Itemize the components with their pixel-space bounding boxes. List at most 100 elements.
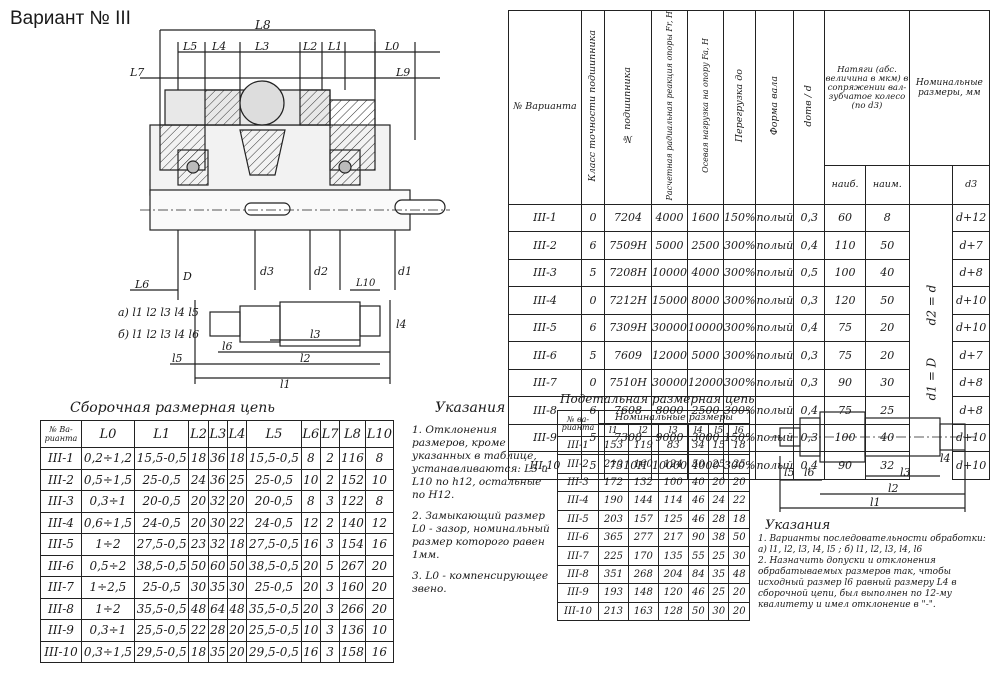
table-cell: III-8	[557, 564, 599, 585]
shaft-variant-b: б) l1 l2 l3 l4 l6	[118, 328, 200, 341]
table-cell: 5	[581, 341, 605, 370]
shaft-dim-l1: l1	[280, 378, 291, 391]
note-right-2: 2. Назначить допуски и отклонения обраба…	[758, 556, 957, 610]
det-header-cell: l4	[687, 423, 710, 437]
table-cell: 10000	[687, 313, 724, 343]
table-cell: полый	[755, 313, 795, 343]
table-cell: 300%	[722, 313, 757, 343]
table-cell: 170	[627, 546, 659, 566]
shaft-dim-l4: l4	[396, 318, 407, 331]
table-cell: 30	[226, 576, 248, 599]
table-cell: 32	[207, 533, 228, 556]
det-header-cell: l3	[657, 423, 689, 437]
col-d3: d3	[952, 165, 990, 205]
table-cell: III-7	[557, 546, 599, 566]
dim-label-L6: L6	[135, 278, 150, 291]
table-cell: d+8	[952, 368, 990, 398]
table-cell: 18	[188, 447, 209, 470]
table-cell: 30	[188, 576, 209, 599]
table-cell: 20	[728, 601, 750, 621]
col-nominal: Номинальные размеры, мм	[908, 9, 991, 167]
table-cell: III-1	[557, 435, 599, 456]
table-cell: 28	[207, 619, 228, 642]
asm-header-cell: L6	[300, 420, 321, 448]
table-cell: 24	[188, 468, 209, 491]
table-cell: 75	[824, 396, 866, 425]
table-cell: III-4	[40, 511, 82, 534]
table-cell: 20	[226, 619, 248, 642]
table-cell: 163	[627, 601, 659, 621]
table-cell: 150%	[722, 203, 757, 233]
asm-header-cell: L2	[188, 420, 209, 448]
table-cell: 84	[687, 564, 710, 585]
table-cell: 0,4	[793, 396, 826, 425]
table-cell: 24	[708, 491, 730, 511]
table-cell: 0,3÷1	[81, 490, 135, 513]
table-cell: полый	[755, 396, 795, 425]
table-cell: 15	[708, 435, 730, 456]
table-cell: 64	[207, 597, 228, 620]
table-cell: 48	[226, 597, 248, 620]
table-cell: 351	[598, 564, 629, 585]
asm-header-cell: № Ва-рианта	[40, 420, 82, 448]
det-dim-l5: l5	[784, 466, 795, 479]
table-cell: 32	[864, 451, 910, 480]
table-cell: 18	[728, 509, 750, 529]
det-header-cell: l6	[728, 423, 750, 437]
table-cell: 154	[339, 533, 366, 556]
table-cell: 46	[687, 583, 710, 603]
asm-header-cell: L0	[81, 420, 135, 448]
table-cell: 27,5-0,5	[246, 533, 302, 556]
table-cell: 20-0,5	[133, 490, 190, 513]
table-cell: 38,5-0,5	[246, 554, 302, 577]
table-cell: III-2	[557, 454, 599, 474]
table-cell: 3	[319, 640, 341, 663]
table-cell: 20-0,5	[246, 490, 302, 513]
table-cell: 35,5-0,5	[246, 597, 302, 620]
table-cell: 277	[627, 527, 659, 548]
table-cell: III-5	[40, 533, 82, 556]
table-cell: 30	[207, 511, 228, 534]
table-cell: d+7	[952, 341, 990, 370]
table-cell: 60	[824, 203, 866, 233]
table-cell: 136	[339, 619, 366, 642]
table-cell: полый	[755, 231, 795, 260]
notes-right-title: Указания	[765, 518, 831, 533]
table-cell: III-6	[557, 527, 599, 548]
table-cell: 8	[364, 490, 395, 513]
table-cell: 0,4	[793, 451, 826, 480]
table-cell: 144	[627, 491, 659, 511]
table-cell: 30	[864, 368, 910, 398]
table-cell: 29,5-0,5	[133, 640, 190, 663]
table-cell: 0,3	[793, 368, 826, 398]
table-cell: 12	[364, 511, 395, 534]
table-cell: III-4	[508, 286, 582, 315]
table-cell: 365	[598, 527, 629, 548]
table-cell: 8	[364, 447, 395, 470]
col-variant: № Варианта	[508, 10, 582, 205]
col-shaft-form: Форма вала	[755, 10, 795, 205]
table-cell: 2500	[687, 231, 724, 260]
table-cell: 0,3	[793, 423, 826, 453]
table-cell: 160	[339, 576, 366, 599]
table-cell: 110	[824, 231, 866, 260]
table-cell: 266	[339, 597, 366, 620]
table-cell: 7208H	[604, 258, 652, 288]
table-cell: 35,5-0,5	[133, 597, 190, 620]
table-cell: d+8	[952, 396, 990, 425]
asm-header-cell: L1	[133, 420, 190, 448]
det-header-cell: l5	[708, 423, 730, 437]
table-cell: 128	[657, 601, 689, 621]
col-ratio: dотв / d	[793, 10, 826, 205]
assembly-chain-title: Сборочная размерная цепь	[70, 400, 275, 416]
